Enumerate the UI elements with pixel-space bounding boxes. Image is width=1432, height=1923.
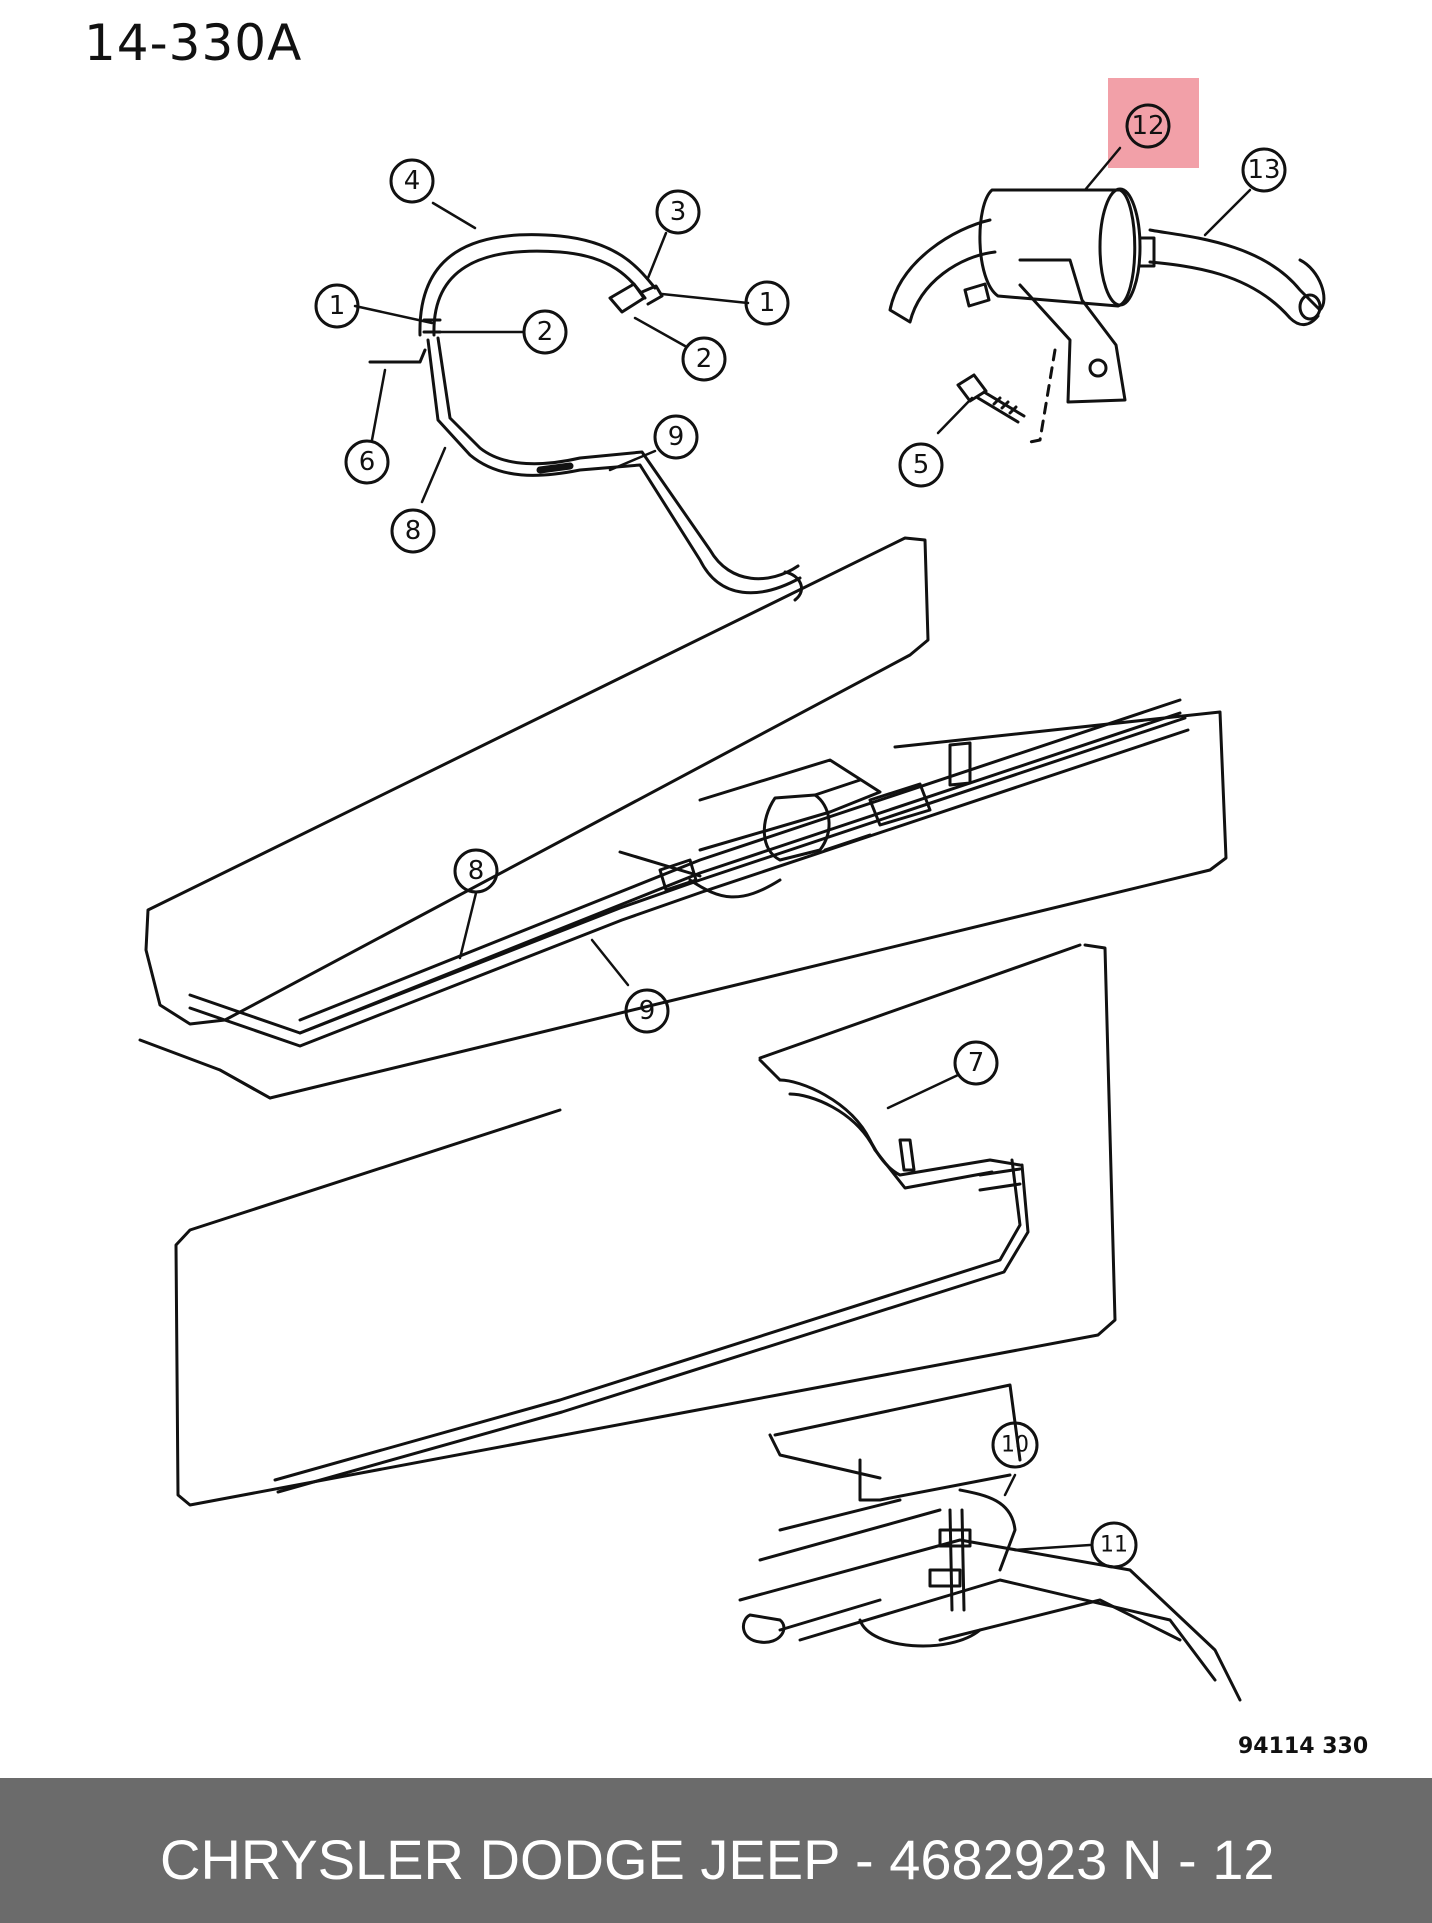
callout-8: 8 [390,508,436,554]
bolt-5 [956,373,1026,424]
callout-1: 1 [314,283,360,329]
callout-7: 7 [953,1040,999,1086]
footer-bar [0,1778,1432,1923]
callout-8-label: 8 [405,516,422,546]
callout-12: 12 [1125,103,1171,149]
callout-10: 10 [991,1421,1039,1469]
frame-rail-middle [138,536,1228,1100]
part-label: CHRYSLER DODGE JEEP - 4682923 [160,1828,1108,1891]
callout-1-label: 1 [759,288,776,318]
diagram-code: 14-330A [84,14,303,72]
callout-1-label: 1 [329,291,346,321]
highlight-box [1108,78,1199,168]
fuel-line-diagram: 1 2 1 2 3 4 6 8 [138,78,1326,1702]
callout-9: 9 [653,414,699,460]
callout-2-label: 2 [537,317,554,347]
callout-2: 2 [681,336,727,382]
callout-2-label: 2 [696,344,713,374]
callout-9-label: 9 [668,422,685,452]
callout-4: 4 [389,158,435,204]
callout-9-label: 9 [639,996,656,1026]
callout-3: 3 [655,189,701,235]
hose-assembly-upper-left [368,233,803,602]
callout-5: 5 [898,442,944,488]
callout-5-label: 5 [913,450,930,480]
callout-7-label: 7 [968,1048,985,1078]
callout-1: 1 [744,280,790,326]
fuel-filter-assembly [888,187,1326,444]
callout-8: 8 [453,848,499,894]
callout-3-label: 3 [670,197,687,227]
callout-11: 11 [1090,1521,1138,1569]
callouts: 1 2 1 2 3 4 6 8 [314,103,1287,1569]
leader-lines [353,146,1252,1552]
callout-13-label: 13 [1247,155,1280,185]
frame-rail-lower [174,943,1117,1507]
callout-2: 2 [522,309,568,355]
figure-number: 94114 330 [1238,1734,1369,1759]
callout-4-label: 4 [404,166,421,196]
callout-10-label: 10 [1001,1433,1029,1458]
callout-6-label: 6 [359,447,376,477]
callout-11-label: 11 [1100,1533,1128,1558]
callout-9: 9 [624,988,670,1034]
callout-13: 13 [1241,147,1287,193]
callout-8-label: 8 [468,856,485,886]
fuel-tank-area [738,1383,1242,1702]
callout-6: 6 [344,439,390,485]
callout-12-label: 12 [1131,111,1164,141]
page-indicator: N - 12 [1122,1828,1275,1891]
